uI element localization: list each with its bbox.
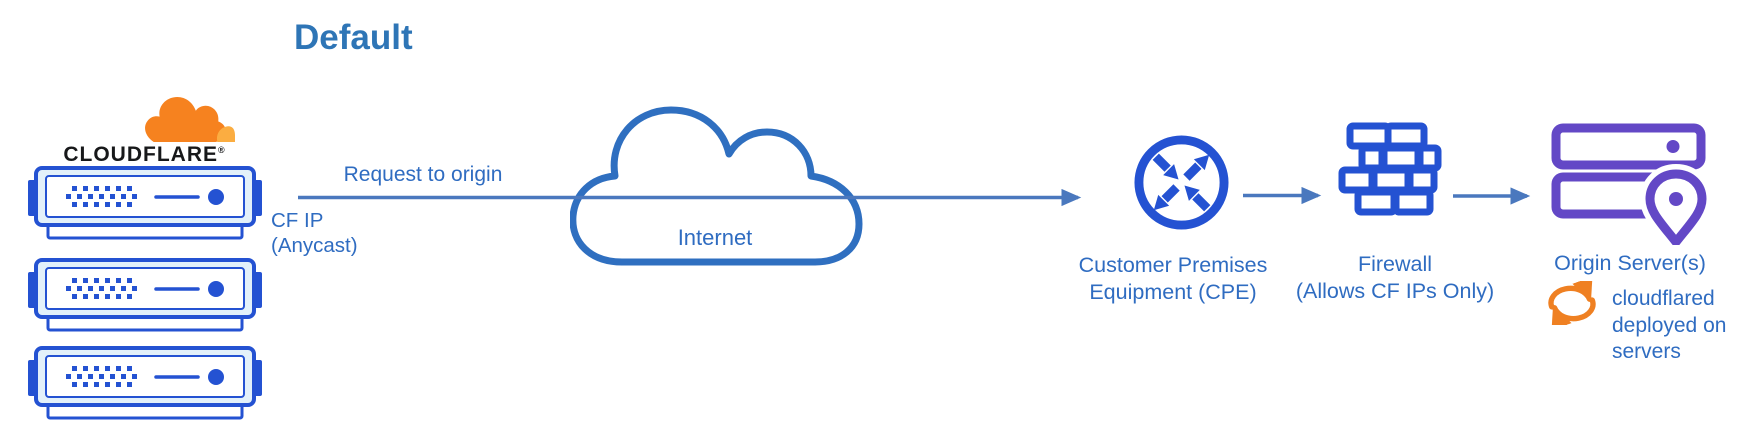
cloudflare-server-icon (28, 258, 262, 332)
cloudflared-note: cloudflared deployed on servers (1612, 287, 1727, 363)
cloudflare-wordmark: CLOUDFLARE® (63, 143, 225, 166)
cf-ip-anycast-label: CF IP (Anycast) (271, 209, 358, 257)
diagram-title: Default (294, 18, 413, 57)
registered-mark: ® (218, 145, 225, 155)
sync-arrows-icon (1548, 281, 1596, 325)
internet-cloud-icon (570, 106, 863, 266)
cloudflare-server-icon (28, 166, 262, 240)
origin-server-label: Origin Server(s) (1554, 251, 1706, 275)
cpe-label: Customer Premises Equipment (CPE) (1078, 253, 1268, 304)
internet-label: Internet (677, 225, 753, 250)
cloudflare-logo-icon (145, 96, 235, 143)
request-to-origin-label: Request to origin (343, 163, 503, 186)
origin-server-icon (1551, 123, 1708, 245)
cpe-router-icon (1134, 135, 1229, 230)
firewall-icon (1338, 122, 1442, 216)
cloudflare-server-icon (28, 346, 262, 420)
firewall-label: Firewall (Allows CF IPs Only) (1295, 252, 1495, 303)
